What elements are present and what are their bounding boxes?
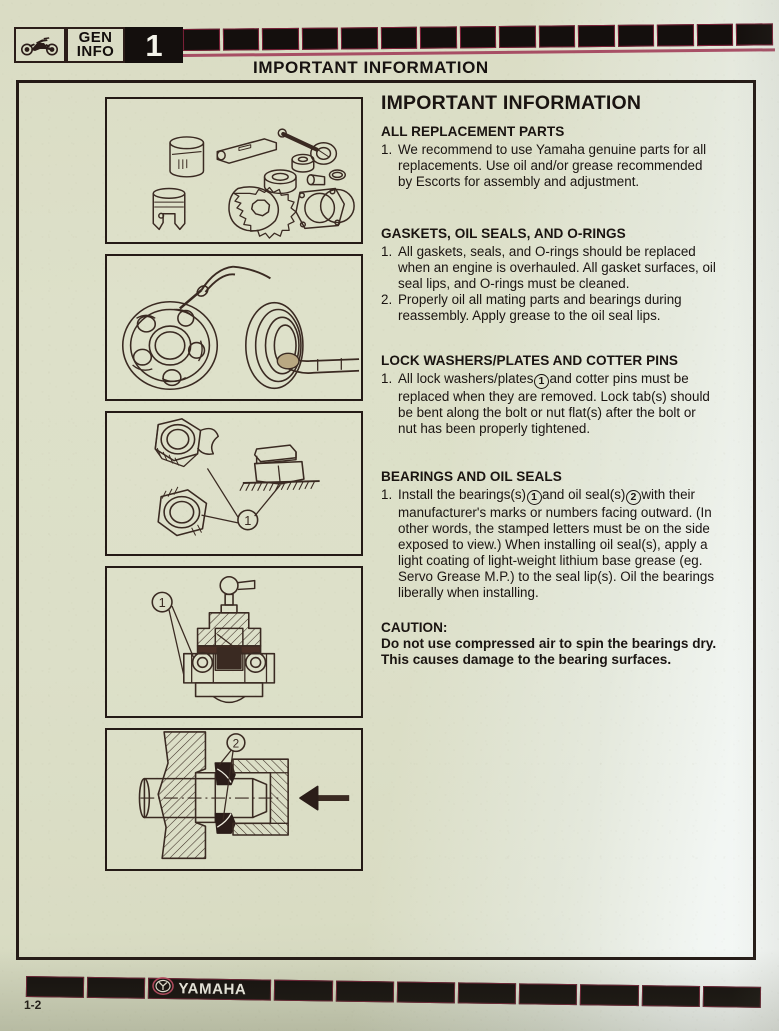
footer-bar-segment (702, 986, 762, 1008)
brand-name: YAMAHA (178, 980, 247, 999)
header-bar-segment (499, 25, 536, 48)
section-bearings-and-oil-seals: BEARINGS AND OIL SEALS 1. Install the be… (381, 469, 717, 600)
content-frame (16, 80, 756, 960)
header-bar-segment (341, 27, 378, 50)
header-bar-segment (301, 27, 339, 50)
section-heading: GASKETS, OIL SEALS, AND O-RINGS (381, 225, 626, 241)
running-header-title: IMPORTANT INFORMATION (253, 58, 489, 77)
header-bar-segment (380, 26, 418, 50)
page-header: GEN INFO 1 IMPORTANT INFORMATION (0, 0, 779, 92)
inline-callout-1: 1 (533, 374, 549, 390)
motorcycle-icon (20, 34, 60, 56)
figure-callout-2: 2 (233, 738, 240, 751)
header-bar-segment (696, 23, 734, 47)
header-bar-segment (578, 24, 615, 48)
footer-bar-segment (25, 976, 85, 998)
header-bar-segment (222, 28, 260, 51)
footer-bar-segment (457, 982, 517, 1005)
list-item-text: Properly oil all mating parts and bearin… (398, 292, 682, 324)
page-number: 1-2 (24, 998, 42, 1012)
list-item-text: All gaskets, seals, and O-rings should b… (398, 243, 716, 291)
list-item: 1. We recommend to use Yamaha genuine pa… (381, 142, 717, 190)
replacement-parts-figure (105, 97, 363, 244)
chapter-number-tab: 1 (125, 27, 183, 63)
inline-callout-1: 1 (526, 489, 542, 505)
list-item-number: 1. (381, 142, 393, 157)
footer-segmented-bar: YAMAHA (25, 976, 762, 1008)
caution-block: CAUTION: Do not use compressed air to sp… (381, 620, 717, 668)
list-item-number: 1. (381, 486, 393, 502)
list-item-text-part-a: All lock washers/plates (398, 371, 534, 387)
header-bar-segment (538, 25, 576, 48)
list-item-number: 1. (381, 371, 393, 387)
list-item-text-part-a: Install the bearings(s) (398, 486, 527, 502)
header-segmented-bar (182, 23, 774, 51)
header-bar-segment (182, 28, 220, 51)
bearing-oiling-and-seal-greasing-figure (105, 254, 363, 401)
figure-column: 1 (105, 97, 363, 871)
motorcycle-icon-tab (14, 27, 66, 63)
list-item-number: 2. (381, 292, 393, 308)
list-item: 2. Properly oil all mating parts and bea… (381, 292, 717, 324)
section-heading: LOCK WASHERS/PLATES AND COTTER PINS (381, 353, 679, 369)
list-item-text-part-b: and cotter pins must be replaced when th… (398, 371, 710, 437)
header-bar-segment (617, 24, 655, 47)
body-text-column: IMPORTANT INFORMATION ALL REPLACEMENT PA… (381, 92, 717, 668)
yamaha-tuning-fork-logo (152, 977, 175, 1000)
list-item-text: We recommend to use Yamaha genuine parts… (398, 142, 707, 189)
caution-text: Do not use compressed air to spin the be… (381, 636, 717, 668)
header-bar-segment (459, 25, 497, 49)
section-heading: ALL REPLACEMENT PARTS (381, 124, 565, 139)
list-item-text-part-b: and oil seal(s) (542, 486, 626, 502)
footer-bar-segment (519, 983, 578, 1006)
footer-bar-segment (274, 979, 333, 1002)
list-item-text-part-c: with their manufacturer's marks or numbe… (398, 486, 715, 600)
section-label-tab: GEN INFO (66, 27, 125, 63)
page-title: IMPORTANT INFORMATION (381, 92, 642, 114)
section-all-replacement-parts: ALL REPLACEMENT PARTS 1. We recommend to… (381, 124, 717, 190)
caution-heading: CAUTION: (381, 620, 448, 636)
footer-bar-segment (335, 980, 394, 1003)
list-item-number: 1. (381, 243, 393, 259)
oil-seal-installation-figure: 2 (105, 728, 363, 871)
footer-bar-segment (87, 976, 146, 999)
section-label-line2: INFO (76, 43, 115, 60)
section-heading: BEARINGS AND OIL SEALS (381, 468, 562, 484)
section-gaskets-oil-seals-o-rings: GASKETS, OIL SEALS, AND O-RINGS 1. All g… (381, 226, 717, 325)
header-bar-segment (736, 23, 774, 46)
footer-bar-segment (641, 985, 700, 1007)
lock-washers-figure: 1 (105, 411, 363, 556)
section-label-line1: GEN (78, 29, 113, 46)
section-lock-washers-plates-cotter-pins: LOCK WASHERS/PLATES AND COTTER PINS 1. A… (381, 353, 717, 437)
footer-bar-segment (580, 984, 639, 1007)
bearing-installation-figure: 1 (105, 566, 363, 718)
inline-callout-2: 2 (625, 489, 641, 505)
list-item: 1. All gaskets, seals, and O-rings shoul… (381, 244, 717, 292)
header-bar-segment (657, 24, 694, 47)
header-bar-segment (420, 26, 457, 49)
header-bar-segment (261, 27, 299, 51)
figure-callout-1: 1 (244, 513, 251, 528)
footer-bar-segment (396, 981, 456, 1004)
figure-callout-1: 1 (159, 595, 166, 610)
yamaha-brand-block: YAMAHA (148, 977, 272, 1001)
chapter-number: 1 (145, 27, 163, 63)
